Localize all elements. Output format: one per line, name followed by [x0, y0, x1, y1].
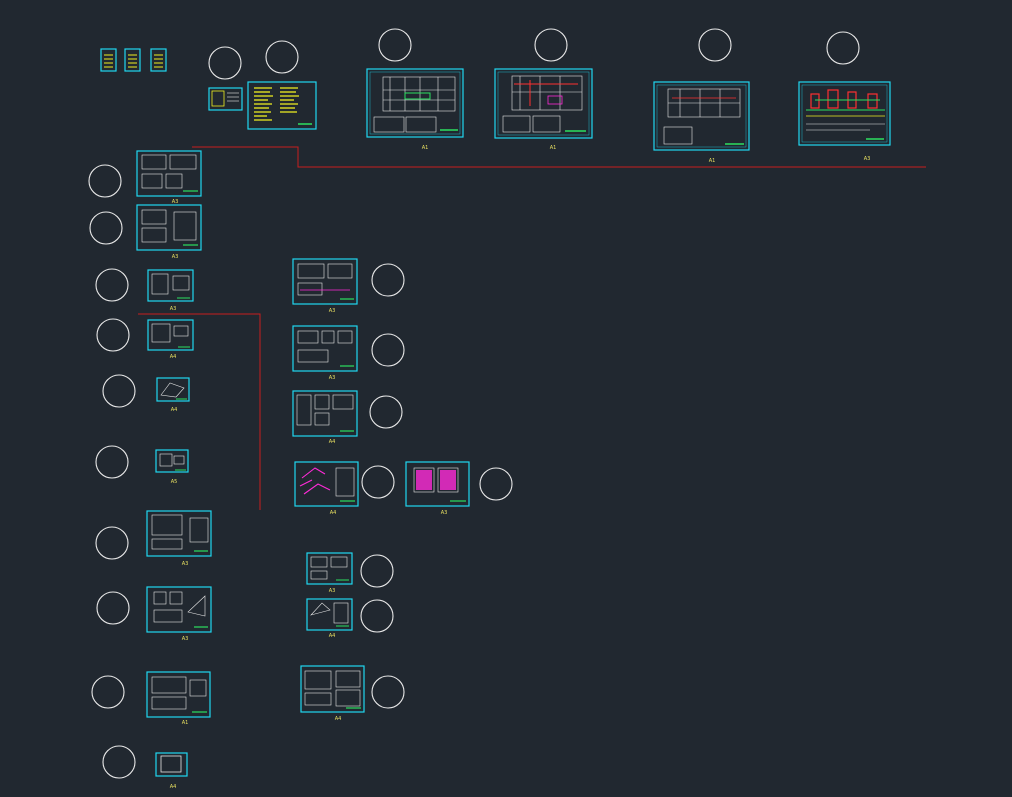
sheet-cover-2[interactable]	[124, 48, 141, 72]
marker-circle[interactable]	[208, 46, 242, 80]
sheet-size-label: A3	[864, 156, 871, 162]
sheet-size-label: A1	[182, 720, 189, 726]
marker-circle[interactable]	[479, 467, 513, 501]
divider-top	[192, 146, 926, 168]
sheet-size-label: A1	[422, 145, 429, 151]
sheet-size-label: A1	[550, 145, 557, 151]
sheet-size-label: A4	[171, 407, 178, 413]
marker-circle[interactable]	[88, 164, 122, 198]
sheet-size-label: A4	[335, 716, 342, 722]
marker-circle[interactable]	[95, 445, 129, 479]
sheet-markers	[88, 28, 860, 779]
divider-left	[138, 313, 261, 510]
sheet-detail-mid-2[interactable]	[292, 325, 358, 372]
sheet-detail-left-2[interactable]	[136, 204, 202, 251]
marker-circle[interactable]	[96, 591, 130, 625]
sheet-size-label: A4	[170, 354, 177, 360]
sheet-detail-mid-4[interactable]	[294, 461, 359, 507]
sheet-size-label: A3	[170, 306, 177, 312]
sheet-plan-4[interactable]	[798, 81, 891, 146]
marker-circle[interactable]	[371, 333, 405, 367]
sheet-detail-mid-6[interactable]	[306, 552, 353, 585]
marker-circle[interactable]	[369, 395, 403, 429]
sheet-size-label: A3	[182, 561, 189, 567]
sheet-cover-1[interactable]	[100, 48, 117, 72]
sheet-detail-left-6[interactable]	[155, 449, 189, 473]
sheet-detail-mid-5[interactable]	[405, 461, 470, 507]
sheet-detail-mid-3[interactable]	[292, 390, 358, 437]
sheet-detail-left-4[interactable]	[147, 319, 194, 351]
marker-circle[interactable]	[360, 599, 394, 633]
marker-circle[interactable]	[371, 263, 405, 297]
marker-circle[interactable]	[96, 318, 130, 352]
sheet-size-label: A3	[441, 510, 448, 516]
sheet-detail-mid-8[interactable]	[300, 665, 365, 713]
sheet-size-label: A3	[329, 375, 336, 381]
sheet-size-label: A3	[329, 588, 336, 594]
sheet-size-label: A1	[709, 158, 716, 164]
sheet-detail-left-7[interactable]	[146, 510, 212, 557]
sheet-detail-left-9[interactable]	[146, 671, 211, 718]
marker-circle[interactable]	[91, 675, 125, 709]
marker-circle[interactable]	[698, 28, 732, 62]
sheet-plan-1[interactable]	[366, 68, 464, 138]
sheet-size-label: A4	[170, 784, 177, 790]
marker-circle[interactable]	[371, 675, 405, 709]
marker-circle[interactable]	[95, 268, 129, 302]
marker-circle[interactable]	[89, 211, 123, 245]
marker-circle[interactable]	[378, 28, 412, 62]
sheet-detail-left-8[interactable]	[146, 586, 212, 633]
sheet-detail-left-5[interactable]	[156, 377, 190, 402]
sheet-labels: A1 A1 A1 A3 A3 A3 A3 A4 A4 A5 A3 A3 A1 A…	[170, 145, 871, 790]
sheet-cover-3[interactable]	[150, 48, 167, 72]
marker-circle[interactable]	[95, 526, 129, 560]
sheet-plan-3[interactable]	[653, 81, 750, 151]
sheet-detail-mid-7[interactable]	[306, 598, 353, 631]
marker-circle[interactable]	[361, 465, 395, 499]
sheet-size-label: A4	[329, 633, 336, 639]
sheet-size-label: A3	[172, 199, 179, 205]
sheet-detail-left-1[interactable]	[136, 150, 202, 197]
sheet-detail-mid-1[interactable]	[292, 258, 358, 305]
sheet-plan-2[interactable]	[494, 68, 593, 139]
sheet-size-label: A5	[171, 479, 178, 485]
sheet-size-label: A3	[172, 254, 179, 260]
sheet-detail-left-3[interactable]	[147, 269, 194, 302]
marker-circle[interactable]	[102, 374, 136, 408]
sheet-detail-left-10[interactable]	[155, 752, 188, 777]
marker-circle[interactable]	[265, 40, 299, 74]
sheet-size-label: A4	[330, 510, 337, 516]
marker-circle[interactable]	[826, 31, 860, 65]
sheet-index-list[interactable]	[247, 81, 317, 130]
sheet-index-small[interactable]	[208, 87, 243, 111]
cover-sheets	[100, 48, 167, 72]
sheet-size-label: A3	[182, 636, 189, 642]
sheet-size-label: A4	[329, 439, 336, 445]
divider-lines	[138, 146, 926, 510]
sheet-size-label: A3	[329, 308, 336, 314]
marker-circle[interactable]	[102, 745, 136, 779]
marker-circle[interactable]	[360, 554, 394, 588]
marker-circle[interactable]	[534, 28, 568, 62]
